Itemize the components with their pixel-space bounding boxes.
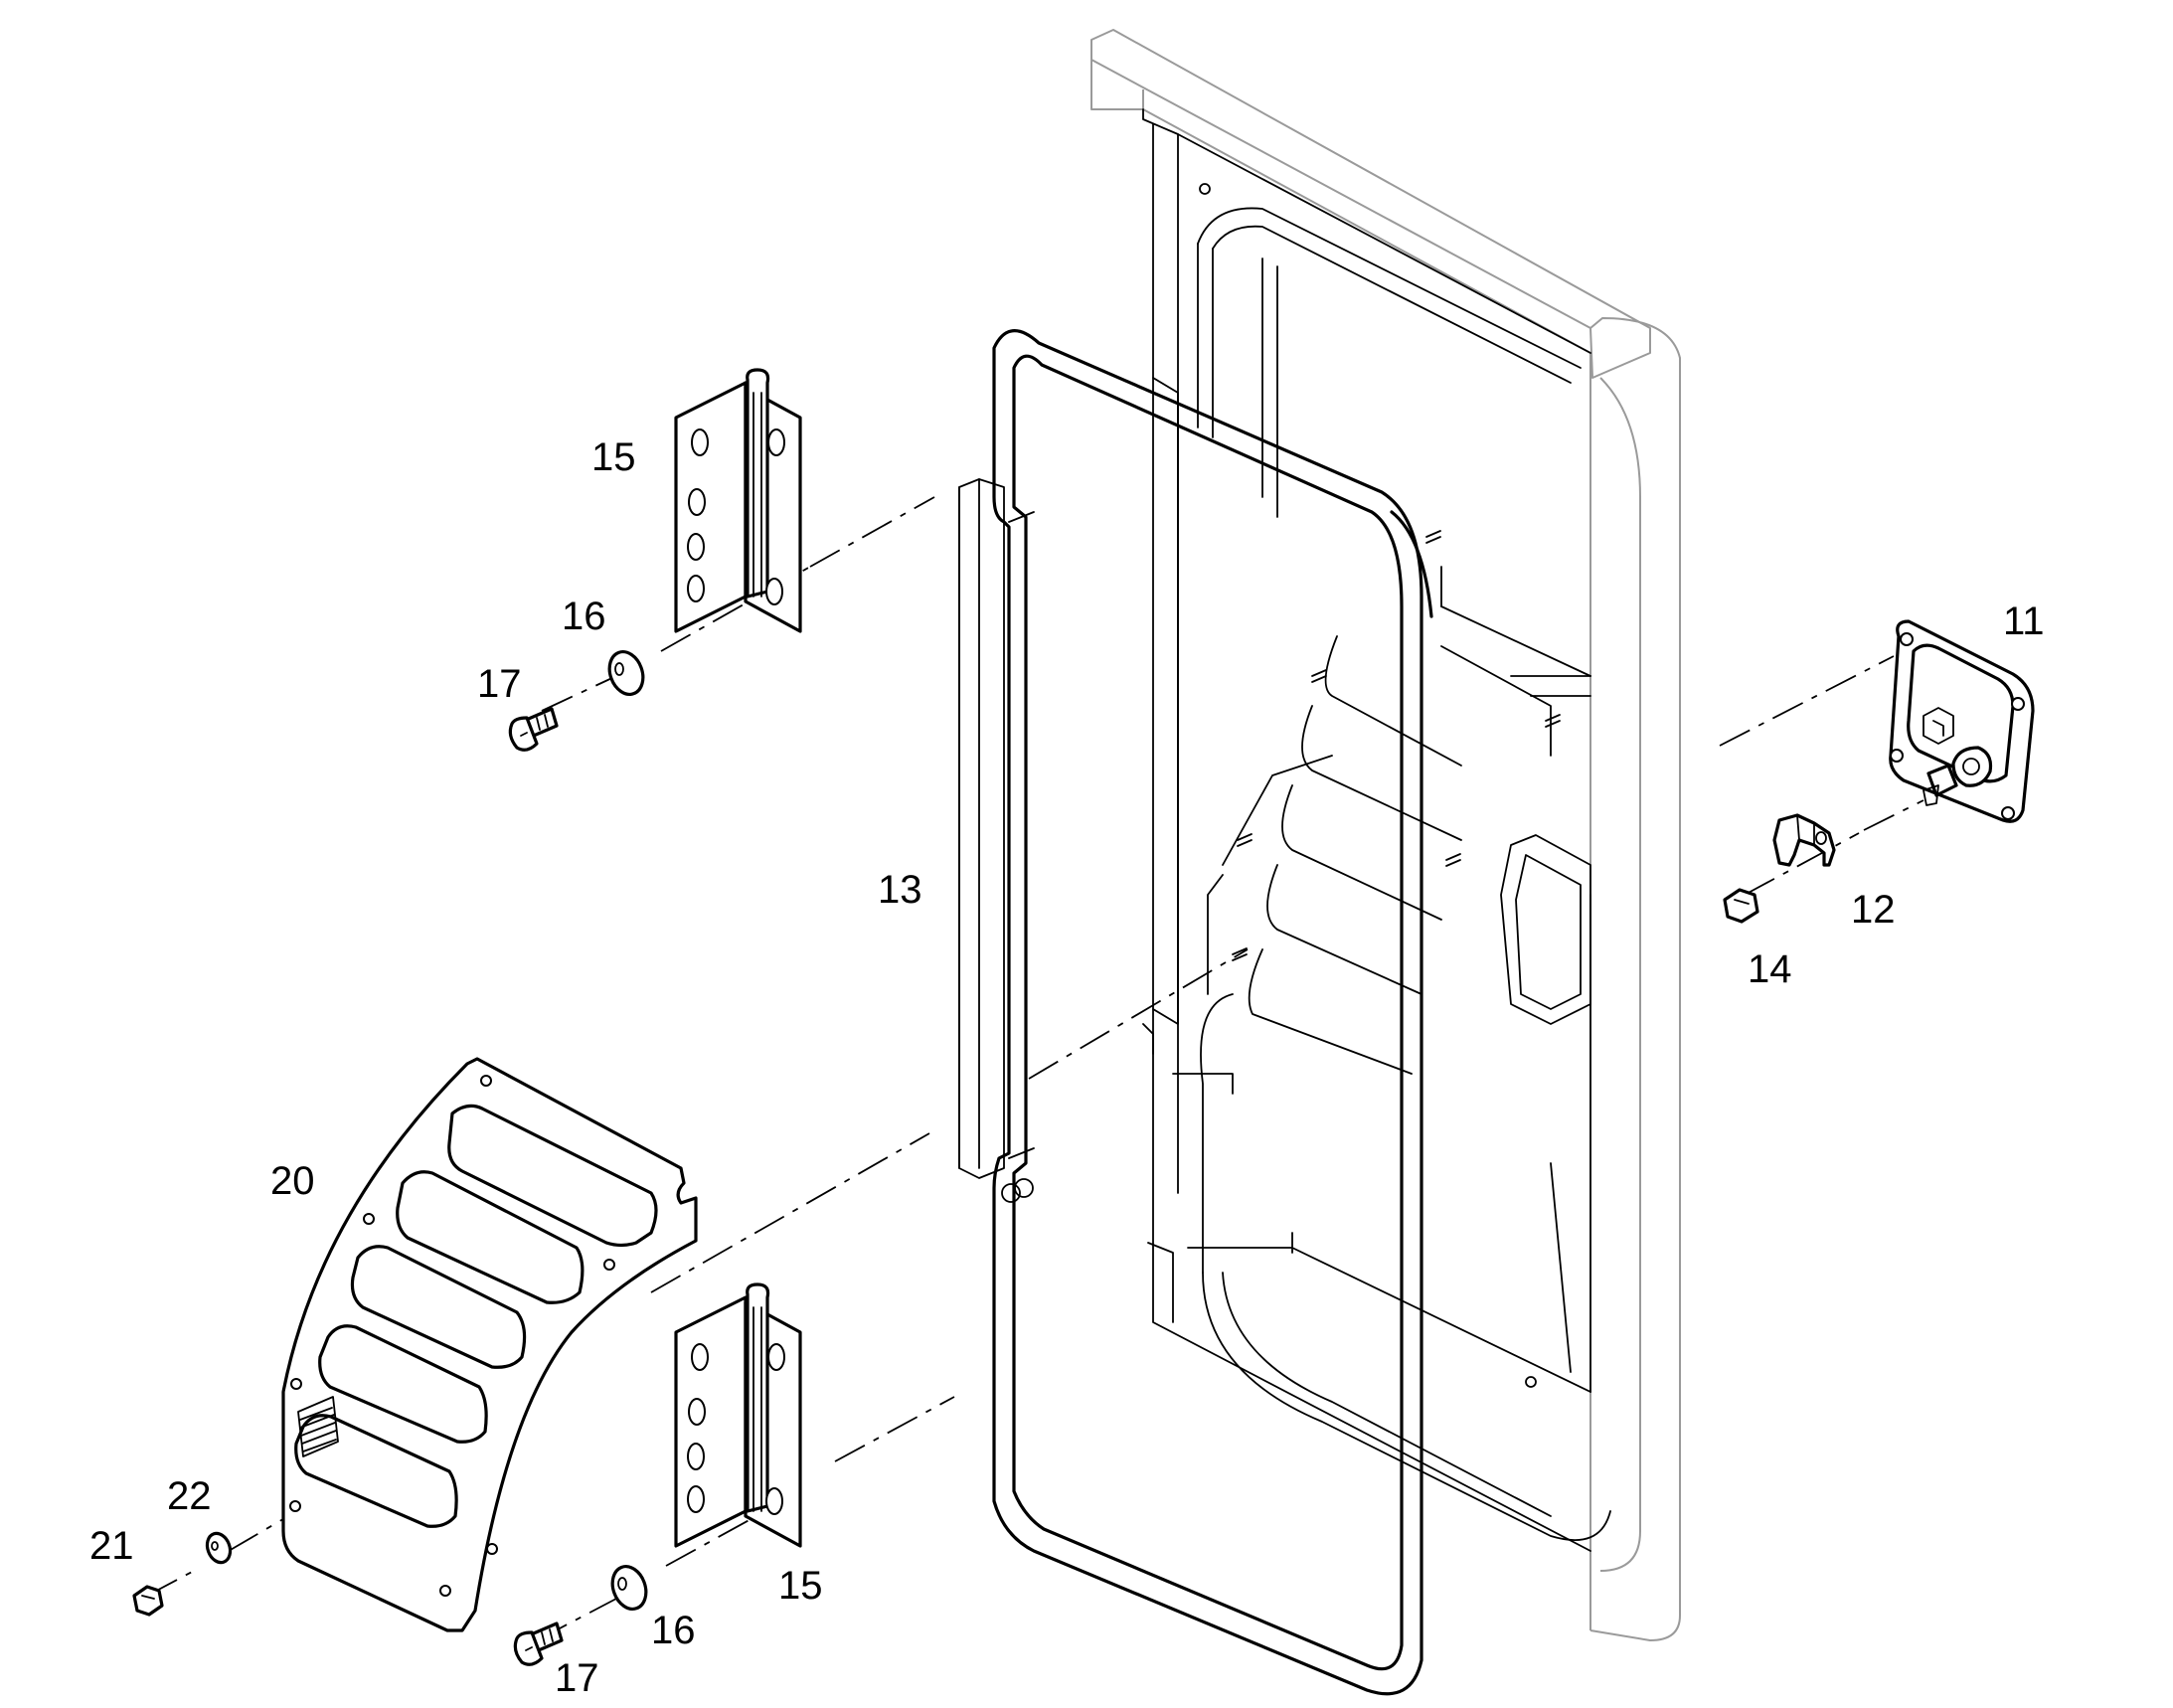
callout-16-lower: 16 [651, 1609, 696, 1652]
callout-12: 12 [1851, 888, 1896, 932]
part-15-upper-hinge [674, 368, 802, 633]
callout-17-upper: 17 [477, 662, 522, 706]
callout-22: 22 [167, 1474, 212, 1518]
callout-20: 20 [270, 1159, 315, 1203]
callout-21: 21 [89, 1524, 134, 1568]
nuts [132, 888, 1759, 1617]
inner-housing [1142, 108, 1611, 1552]
part-12-bracket [1772, 813, 1836, 867]
part-13-seal-frame [958, 329, 1433, 1696]
callout-17-lower: 17 [555, 1656, 599, 1700]
callout-16-upper: 16 [562, 595, 606, 638]
part-20-grille-plate [281, 1057, 698, 1632]
callout-15-lower: 15 [778, 1564, 823, 1608]
part-15-lower-hinge [674, 1282, 802, 1548]
part-11-control-unit [1889, 619, 2035, 823]
callout-15-upper: 15 [591, 435, 636, 479]
part-17-screws [508, 707, 564, 1666]
callout-11: 11 [2003, 599, 2045, 643]
callout-14: 14 [1748, 947, 1792, 991]
callout-13: 13 [878, 868, 922, 912]
part-16-washers [205, 650, 648, 1611]
